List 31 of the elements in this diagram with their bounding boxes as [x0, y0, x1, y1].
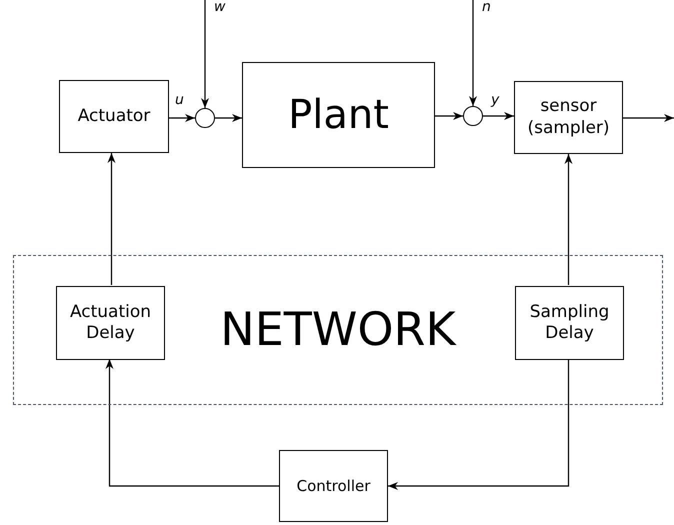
- box-label: Actuation Delay: [68, 302, 152, 344]
- arrow: [108, 153, 116, 285]
- edge-label: u: [174, 93, 185, 107]
- arrow: [469, 0, 477, 106]
- summing-junction: [463, 106, 483, 126]
- arrow: [623, 114, 674, 122]
- edge-label: n: [481, 0, 492, 14]
- arrow: [435, 112, 463, 120]
- box-label: sensor (sampler): [526, 96, 611, 139]
- arrow: [483, 112, 514, 120]
- process-box: [242, 62, 435, 168]
- process-box: [59, 80, 169, 153]
- arrow: [564, 154, 572, 285]
- arrow: [215, 114, 242, 122]
- process-box: [279, 450, 388, 522]
- network-region: [13, 255, 663, 405]
- process-box: [56, 286, 165, 360]
- edge-label: y: [490, 93, 500, 107]
- arrow: [201, 0, 209, 108]
- box-label: Sampling Delay: [528, 302, 610, 344]
- arrow: [106, 359, 279, 487]
- arrow: [388, 359, 570, 490]
- box-label: Controller: [296, 476, 370, 496]
- edge-label: w: [213, 0, 226, 14]
- box-label: Actuator: [78, 106, 150, 128]
- region-label: NETWORK: [220, 301, 456, 358]
- summing-junction: [195, 108, 215, 128]
- arrow: [169, 114, 195, 122]
- process-box: [514, 81, 623, 154]
- process-box: [515, 286, 624, 360]
- box-label: Plant: [288, 91, 389, 140]
